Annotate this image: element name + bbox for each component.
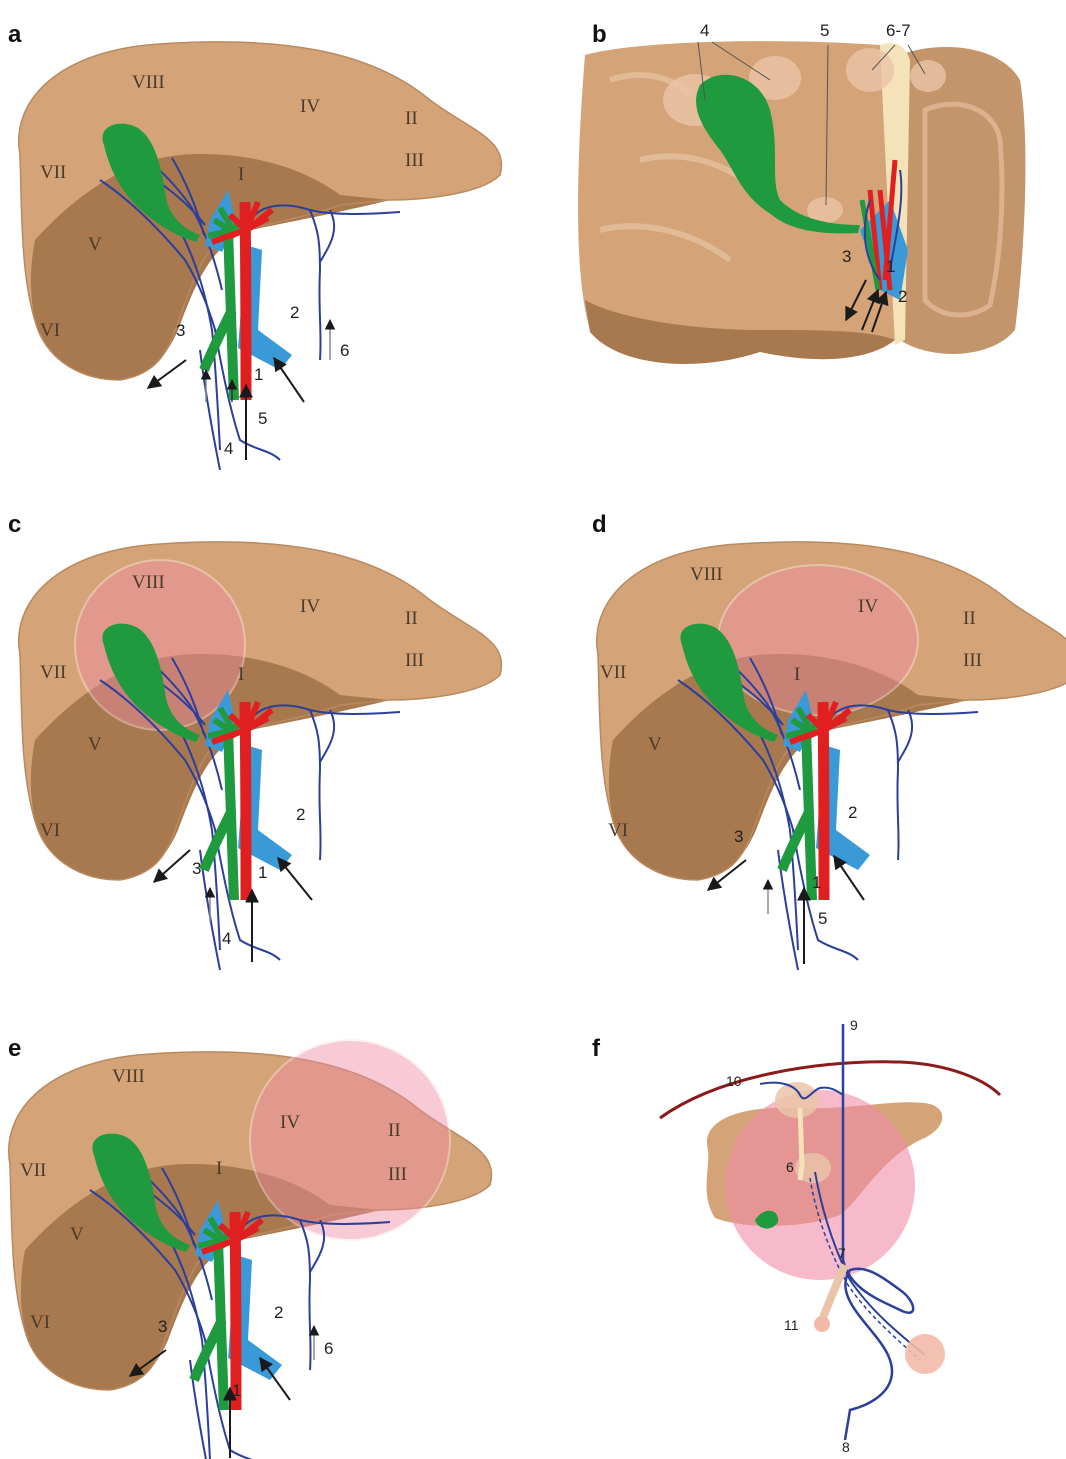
segment-V: V [88,234,102,255]
segment-VII: VII [40,662,66,683]
segment-VII: VII [20,1160,46,1181]
label-4: 4 [222,929,231,948]
portal-flow-arrow [274,358,304,402]
label-1: 1 [886,257,895,276]
panel-f: 9 10 6 7 11 8 [660,1017,1000,1455]
segment-II: II [405,608,418,629]
segment-VIII: VIII [112,1066,145,1087]
segment-III: III [405,150,424,171]
ivc-sagittal [800,1108,802,1180]
label-3: 3 [734,827,743,846]
highlight-zone [718,565,918,715]
label-2: 2 [296,805,305,824]
segment-IV: IV [300,96,320,117]
label-5: 5 [820,21,829,40]
panel-label-b: b [592,21,607,48]
segment-V: V [70,1224,84,1245]
label-3: 3 [176,321,185,340]
highlight-zone [725,1090,915,1280]
label-4: 4 [224,439,233,458]
segment-VI: VI [30,1312,50,1333]
segment-I: I [238,664,244,685]
segment-IV: IV [858,596,878,617]
label-2: 2 [274,1303,283,1322]
label-7: 7 [838,1245,846,1261]
segment-V: V [88,734,102,755]
label-5: 5 [258,409,267,428]
nerve-entry-10 [775,1082,819,1118]
ganglion-11 [814,1316,830,1332]
panel-b: 4 5 6-7 3 1 2 [578,21,1025,364]
label-6: 6 [324,1339,333,1358]
segment-III: III [405,650,424,671]
segment-IV: IV [300,596,320,617]
segment-II: II [388,1120,401,1141]
segment-VII: VII [40,162,66,183]
segment-VI: VI [40,320,60,341]
segment-I: I [794,664,800,685]
segment-V: V [648,734,662,755]
panel-c: VIII IV II III VII I V VI 3 2 1 4 [19,542,502,970]
panel-label-c: c [8,511,21,538]
label-10: 10 [726,1073,742,1089]
label-4: 4 [700,21,709,40]
label-1: 1 [254,365,263,384]
portal-flow-arrow [278,858,312,900]
panel-label-e: e [8,1035,21,1062]
label-3: 3 [842,247,851,266]
panel-e: VIII IV II III VII I V VI 3 2 1 6 [9,1040,492,1459]
label-2: 2 [848,803,857,822]
segment-III: III [388,1164,407,1185]
label-2: 2 [290,303,299,322]
panel-a: VIII IV II III VII I V VI 3 2 1 5 4 6 [19,42,502,470]
celiac-ganglion [905,1334,945,1374]
label-8: 8 [842,1439,850,1455]
segment-III: III [963,650,982,671]
label-6: 6 [340,341,349,360]
panel-label-d: d [592,511,607,538]
segment-VI: VI [40,820,60,841]
segment-VIII: VIII [132,72,165,93]
panel-d: VIII IV II III VII I V VI 3 2 1 5 [597,542,1066,970]
segment-I: I [238,164,244,185]
label-1: 1 [812,873,821,892]
label-3: 3 [192,859,201,878]
segment-II: II [963,608,976,629]
segment-VII: VII [600,662,626,683]
label-3: 3 [158,1317,167,1336]
label-11: 11 [784,1317,799,1333]
segment-I: I [216,1158,222,1179]
nerve-entry-7 [910,60,946,92]
label-2: 2 [898,287,907,306]
label-6-7: 6-7 [886,21,911,40]
label-1: 1 [258,863,267,882]
highlight-zone [250,1040,450,1240]
segment-VIII: VIII [132,572,165,593]
segment-VIII: VIII [690,564,723,585]
label-5: 5 [818,909,827,928]
panel-label-f: f [592,1035,601,1062]
segment-VI: VI [608,820,628,841]
segment-IV: IV [280,1112,300,1133]
segment-II: II [405,108,418,129]
label-1: 1 [232,1381,241,1400]
panel-label-a: a [8,21,22,48]
caudate-lobe [900,47,1025,354]
label-9: 9 [850,1017,858,1033]
label-6: 6 [786,1159,794,1175]
